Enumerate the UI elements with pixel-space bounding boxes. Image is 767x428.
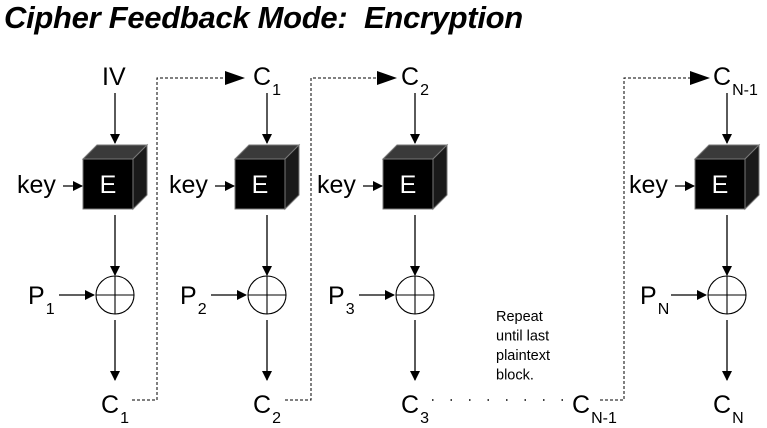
input-label-main: IV — [102, 63, 126, 91]
feedback-line-c1-arrowhead — [225, 71, 245, 85]
output-label: C1 — [101, 391, 129, 427]
xor-operator — [707, 275, 747, 315]
plaintext-label-subscript: N — [658, 301, 670, 318]
diagram-title: Cipher Feedback Mode: Encryption — [4, 0, 523, 35]
feedback-line-c1 — [132, 77, 225, 401]
feedback-line-c2 — [285, 77, 377, 401]
feedback-line-cn-1-arrowhead — [690, 71, 710, 85]
xor-operator — [95, 275, 135, 315]
output-label-main: C — [253, 391, 271, 419]
input-label-subscript: 1 — [272, 82, 281, 99]
gap-output-label-subscript: N-1 — [591, 410, 617, 427]
plaintext-label-main: P — [180, 282, 197, 310]
output-label-subscript: 2 — [272, 410, 281, 427]
encrypt-label: E — [252, 171, 269, 199]
repeat-note: Repeat until last plaintext block. — [496, 309, 550, 384]
plaintext-label-subscript: 1 — [46, 301, 55, 318]
feedback-line-c2-arrowhead — [377, 71, 397, 85]
encrypt-block: E — [233, 143, 301, 211]
input-label-main: C — [253, 63, 271, 91]
encrypt-label: E — [712, 171, 729, 199]
input-label-subscript: N-1 — [732, 82, 758, 99]
encrypt-label: E — [100, 171, 117, 199]
encrypt-block: E — [381, 143, 449, 211]
encrypt-label: E — [400, 171, 417, 199]
output-label-subscript: 1 — [120, 410, 129, 427]
repeat-note-line: plaintext — [496, 348, 550, 364]
plaintext-label: P2 — [180, 282, 207, 318]
cube-front-face — [382, 158, 434, 210]
input-label: C1 — [253, 63, 281, 99]
plaintext-label: PN — [640, 282, 669, 318]
plaintext-label: P3 — [328, 282, 355, 318]
output-label: C3 — [401, 391, 429, 427]
input-label-main: C — [401, 63, 419, 91]
key-label: key — [17, 171, 56, 199]
repeat-note-line: until last — [496, 329, 549, 345]
input-label-subscript: 2 — [420, 82, 429, 99]
output-label-main: C — [401, 391, 419, 419]
output-label-subscript: 3 — [420, 410, 429, 427]
plaintext-label: P1 — [28, 282, 55, 318]
plaintext-label-subscript: 2 — [198, 301, 207, 318]
output-label: C2 — [253, 391, 281, 427]
output-label-main: C — [713, 391, 731, 419]
input-label-main: C — [713, 63, 731, 91]
output-label: CN — [713, 391, 744, 427]
cube-front-face — [694, 158, 746, 210]
plaintext-label-subscript: 3 — [346, 301, 355, 318]
cube-front-face — [234, 158, 286, 210]
plaintext-label-main: P — [328, 282, 345, 310]
encrypt-block: E — [81, 143, 149, 211]
xor-operator — [247, 275, 287, 315]
repeat-note-line: Repeat — [496, 309, 543, 325]
output-label-main: C — [101, 391, 119, 419]
key-label: key — [169, 171, 208, 199]
plaintext-label-main: P — [640, 282, 657, 310]
xor-operator — [395, 275, 435, 315]
plaintext-label-main: P — [28, 282, 45, 310]
cube-front-face — [82, 158, 134, 210]
input-label: IV — [102, 63, 126, 91]
input-label: C2 — [401, 63, 429, 99]
encrypt-block: E — [693, 143, 761, 211]
repeat-note-line: block. — [496, 368, 534, 384]
key-label: key — [317, 171, 356, 199]
feedback-line-cn-1 — [600, 77, 690, 401]
gap-output-label-main: C — [572, 391, 590, 419]
key-label: key — [629, 171, 668, 199]
output-label-subscript: N — [732, 410, 744, 427]
input-label: CN-1 — [713, 63, 758, 99]
gap-output-label: CN-1 — [572, 391, 617, 427]
